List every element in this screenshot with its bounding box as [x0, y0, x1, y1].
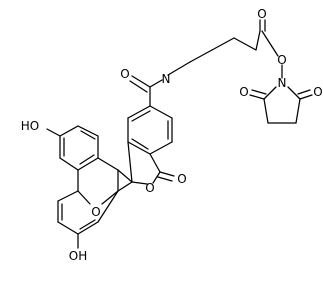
- bond: [299, 94, 313, 100]
- bond: [251, 89, 267, 95]
- atom-label-phenol-oh-bottom: OH: [69, 249, 87, 263]
- bond: [59, 157, 79, 171]
- atom-label-ester-carbonyl-oxygen: O: [257, 7, 266, 21]
- bond: [287, 86, 301, 100]
- bond: [127, 141, 133, 183]
- bond: [263, 98, 269, 124]
- bond: [131, 138, 149, 150]
- atom-label-amide-nitrogen: N: [162, 72, 171, 86]
- bond: [127, 141, 151, 155]
- bond: [189, 49, 213, 63]
- atom-label-lactone-ring-oxygen: O: [145, 181, 154, 195]
- bond: [152, 171, 161, 184]
- bond: [149, 105, 173, 119]
- bond: [159, 171, 175, 177]
- bond: [211, 37, 235, 51]
- atom-label-succinimide-oxygen-right: O: [313, 85, 322, 99]
- atom-label-lactone-carbonyl-oxygen: O: [177, 172, 186, 186]
- bond: [233, 37, 257, 51]
- bond-lines: [46, 19, 313, 249]
- bond: [77, 157, 99, 171]
- bond: [263, 86, 277, 100]
- bond: [295, 98, 301, 124]
- bond: [131, 75, 151, 88]
- bond: [131, 110, 151, 122]
- bond: [167, 61, 191, 76]
- bond: [97, 157, 119, 171]
- bond: [297, 89, 311, 95]
- bond: [79, 219, 96, 230]
- bond: [127, 105, 151, 119]
- bond: [57, 221, 79, 235]
- bond: [101, 190, 119, 205]
- bond: [80, 130, 96, 140]
- atom-label-xanthene-oxygen: O: [91, 205, 100, 219]
- bond: [117, 181, 133, 192]
- bond: [149, 153, 161, 173]
- atom-labels: HO OH O O N O O O O N O O: [21, 7, 323, 263]
- bond: [77, 221, 99, 235]
- bond: [261, 30, 279, 57]
- atom-label-succinimide-nitrogen: N: [278, 76, 287, 90]
- bond: [77, 125, 99, 137]
- bond: [46, 128, 61, 137]
- atom-label-ester-oxygen: O: [277, 53, 286, 67]
- bond: [255, 30, 261, 51]
- bond: [149, 79, 163, 88]
- bond: [79, 154, 95, 165]
- bond: [57, 190, 79, 202]
- atom-label-amide-oxygen: O: [120, 67, 129, 81]
- bond: [157, 176, 173, 182]
- atom-label-succinimide-oxygen-left: O: [239, 85, 248, 99]
- bond: [149, 141, 173, 155]
- atom-label-phenol-oh-top: HO: [21, 119, 39, 133]
- bond: [59, 125, 79, 137]
- bond: [97, 190, 119, 223]
- bond: [129, 80, 148, 93]
- bond: [77, 190, 91, 205]
- bond: [131, 181, 148, 185]
- bond: [249, 94, 265, 100]
- bond: [117, 169, 133, 183]
